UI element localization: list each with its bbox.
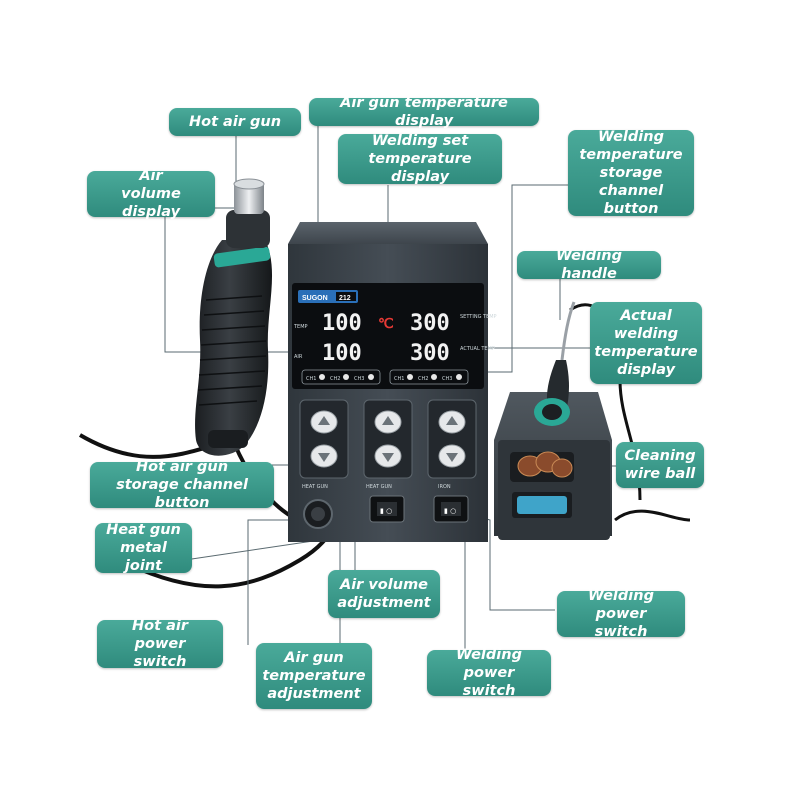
soldering-station: SUGON 212 TEMP AIR 100 ℃ 100 300 300 SET… [288, 222, 497, 542]
heat-gun-label-1: HEAT GUN [302, 484, 328, 490]
unit-readout: ℃ [378, 316, 394, 332]
setting-temp-label: SETTING TEMP [460, 314, 497, 320]
hot-air-gun [195, 178, 273, 456]
callout-welding-handle: Welding handle [517, 248, 661, 282]
callout-air-gun-temp-adjustment: Air gun temperature adjustment [256, 643, 372, 709]
svg-text:▮ ○: ▮ ○ [444, 507, 456, 515]
iron-channel-buttons: CH1 CH2 CH3 [394, 374, 462, 382]
callout-hot-air-gun: Hot air gun [169, 108, 301, 136]
set-temp-readout: 300 [410, 311, 450, 336]
callout-actual-welding-temp-display: Actual welding temperature display [590, 302, 702, 384]
air-ch2: CH2 [330, 376, 340, 382]
iron-ch2: CH2 [418, 376, 428, 382]
heat-gun-label-2: HEAT GUN [366, 484, 392, 490]
iron-ch3: CH3 [442, 376, 452, 382]
callout-welding-power-switch-right: Welding power switch [557, 588, 685, 640]
temp-label: TEMP [293, 324, 308, 330]
iron-cable-end [614, 509, 691, 522]
control-pads: HEAT GUN HEAT GUN IRON [299, 399, 477, 490]
callout-cleaning-wire-ball: Cleaning wire ball [616, 442, 704, 488]
callout-welding-power-switch-center: Welding power switch [427, 647, 551, 699]
model-text: 212 [339, 295, 351, 302]
welding-handle [534, 301, 576, 426]
air-label: AIR [294, 354, 303, 360]
power-switches: ▮ ○ ▮ ○ [369, 495, 469, 523]
iron-ch1: CH1 [394, 376, 404, 382]
callout-hot-air-gun-storage-button: Hot air gun storage channel button [90, 459, 274, 511]
callout-welding-set-temp-display: Welding set temperature display [338, 133, 502, 185]
iron-label: IRON [438, 484, 451, 490]
iron-holder [494, 392, 612, 540]
air-temp-readout: 100 [322, 311, 362, 336]
callout-air-volume-display: Air volume display [87, 168, 215, 220]
air-volume-readout: 100 [322, 341, 362, 366]
svg-text:▮ ○: ▮ ○ [380, 507, 392, 515]
callout-air-gun-temp-display: Air gun temperature display [309, 95, 539, 129]
actual-temp-readout: 300 [410, 341, 450, 366]
air-channel-buttons: CH1 CH2 CH3 [306, 374, 374, 382]
callout-hot-air-power-switch: Hot air power switch [97, 618, 223, 670]
callout-air-volume-adjustment: Air volume adjustment [328, 570, 440, 618]
air-ch3: CH3 [354, 376, 364, 382]
gun-cable-left [78, 433, 216, 459]
brand-text: SUGON [302, 295, 328, 302]
actual-temp-label: ACTUAL TEMP [460, 346, 495, 352]
callout-welding-temp-storage-button: Welding temperature storage channel butt… [568, 129, 694, 217]
callout-heat-gun-metal-joint: Heat gun metal joint [95, 522, 192, 574]
air-ch1: CH1 [306, 376, 316, 382]
display-panel [292, 283, 484, 389]
